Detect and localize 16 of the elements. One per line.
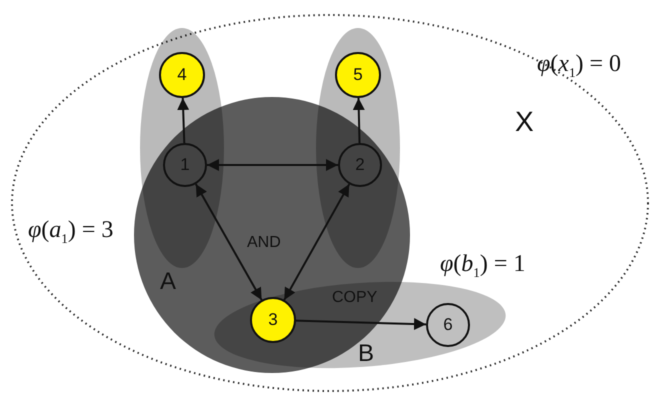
arrow — [195, 184, 263, 300]
arrow — [352, 98, 365, 144]
state-circle: 4 — [159, 52, 205, 98]
formula-label: φ(x$_{1}$) = 0 — [537, 52, 622, 79]
arrow — [296, 318, 426, 330]
region-label: AND — [247, 235, 281, 251]
arrow — [283, 184, 350, 300]
region-label: X — [515, 108, 534, 136]
region-label: A — [160, 270, 176, 294]
state-circle: 6 — [426, 303, 470, 347]
state-circle: 5 — [335, 52, 381, 98]
arrow — [177, 98, 190, 144]
region-label: B — [358, 342, 374, 366]
arrow — [207, 159, 338, 171]
formula-label: φ(b$_{1}$) = 1 — [440, 252, 526, 279]
formula-label: φ(a$_{1}$) = 3 — [28, 218, 114, 245]
